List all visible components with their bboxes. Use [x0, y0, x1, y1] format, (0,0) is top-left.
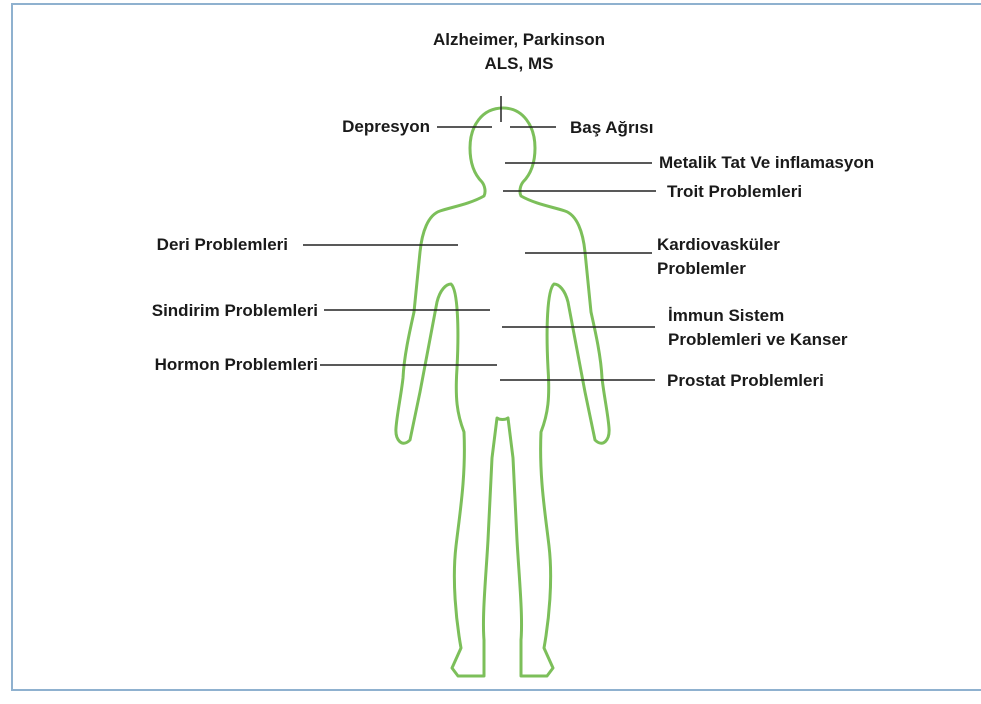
label-depression: Depresyon	[300, 117, 430, 137]
label-metallic-taste: Metalik Tat Ve inflamasyon	[659, 153, 874, 173]
label-cardio: Kardiovasküler Problemler	[657, 233, 780, 281]
label-neuro-line2: ALS, MS	[396, 52, 642, 76]
label-neuro-line1: Alzheimer, Parkinson	[396, 28, 642, 52]
label-skin: Deri Problemleri	[90, 235, 288, 255]
label-digestive: Sindirim Problemleri	[60, 301, 318, 321]
label-neuro: Alzheimer, Parkinson ALS, MS	[396, 28, 642, 76]
label-thyroid: Troit Problemleri	[667, 182, 802, 202]
label-immune-line2: Problemleri ve Kanser	[668, 328, 848, 352]
label-headache: Baş Ağrısı	[570, 118, 653, 138]
label-cardio-line2: Problemler	[657, 257, 780, 281]
label-immune-line1: İmmun Sistem	[668, 304, 848, 328]
label-prostate: Prostat Problemleri	[667, 371, 824, 391]
label-immune: İmmun Sistem Problemleri ve Kanser	[668, 304, 848, 352]
label-hormone: Hormon Problemleri	[60, 355, 318, 375]
label-cardio-line1: Kardiovasküler	[657, 233, 780, 257]
human-body-outline	[396, 108, 609, 676]
